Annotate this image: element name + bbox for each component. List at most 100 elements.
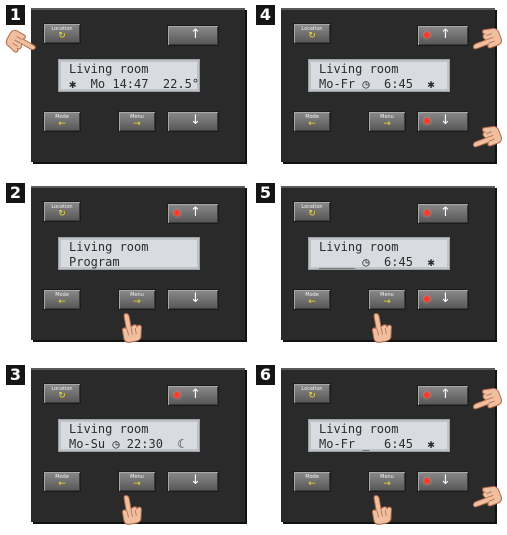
step-number-badge: 2 (6, 183, 25, 203)
mode-label: Mode (55, 114, 69, 120)
lcd-display: Living room_____ ◷ 6:45 ✱ (308, 237, 450, 270)
lcd-room-name: Living room (69, 62, 149, 76)
arrow-right-icon: → (133, 297, 141, 307)
lcd-display: Living room✱ Mo 14:47 22.5° (58, 59, 200, 92)
lcd-status-line: Mo-Fr _ 6:45 ✱ (319, 437, 435, 451)
down-button[interactable]: ↓ (417, 471, 469, 492)
location-button[interactable]: Location↻ (43, 383, 81, 404)
mode-button[interactable]: Mode← (293, 471, 331, 492)
location-button[interactable]: Location↻ (293, 201, 331, 222)
led-indicator-icon (424, 478, 430, 484)
step-number-badge: 6 (256, 365, 275, 385)
menu-button[interactable]: Menu→ (368, 111, 406, 132)
location-button[interactable]: Location↻ (293, 23, 331, 44)
mode-button[interactable]: Mode← (43, 471, 81, 492)
lcd-status-line: Program (69, 255, 120, 269)
step-number-badge: 4 (256, 5, 275, 25)
lcd-room-name: Living room (319, 422, 399, 436)
arrow-right-icon: → (383, 119, 391, 129)
arrow-down-icon: ↓ (440, 473, 451, 488)
pointing-hand-icon (470, 25, 502, 57)
mode-button[interactable]: Mode← (293, 289, 331, 310)
location-button[interactable]: Location↻ (293, 383, 331, 404)
step-number-badge: 5 (256, 183, 275, 203)
arrow-down-icon: ↓ (440, 113, 451, 128)
menu-label: Menu (380, 114, 394, 120)
mode-label: Mode (55, 474, 69, 480)
led-indicator-icon (174, 392, 180, 398)
arrow-down-icon: ↓ (190, 113, 201, 128)
mode-button[interactable]: Mode← (43, 111, 81, 132)
mode-button[interactable]: Mode← (293, 111, 331, 132)
down-button[interactable]: ↓ (167, 111, 219, 132)
arrow-up-icon: ↑ (440, 387, 451, 402)
pointing-hand-icon (364, 493, 396, 525)
location-label: Location (51, 386, 73, 392)
menu-button[interactable]: Menu→ (368, 289, 406, 310)
led-indicator-icon (174, 210, 180, 216)
arrow-right-icon: → (133, 119, 141, 129)
menu-button[interactable]: Menu→ (118, 111, 156, 132)
lcd-room-name: Living room (69, 422, 149, 436)
pointing-hand-icon (470, 483, 502, 515)
location-label: Location (301, 26, 323, 32)
cycle-arrow-icon: ↻ (308, 31, 316, 41)
cycle-arrow-icon: ↻ (58, 31, 66, 41)
led-indicator-icon (424, 392, 430, 398)
led-indicator-icon (424, 210, 430, 216)
lcd-status-line: ✱ Mo 14:47 22.5° (69, 77, 200, 91)
up-button[interactable]: ↑ (167, 203, 219, 224)
down-button[interactable]: ↓ (167, 471, 219, 492)
cycle-arrow-icon: ↻ (308, 209, 316, 219)
up-button[interactable]: ↑ (417, 203, 469, 224)
arrow-right-icon: → (383, 479, 391, 489)
cycle-arrow-icon: ↻ (58, 209, 66, 219)
arrow-up-icon: ↑ (440, 205, 451, 220)
lcd-room-name: Living room (319, 62, 399, 76)
location-label: Location (51, 204, 73, 210)
mode-label: Mode (305, 114, 319, 120)
arrow-left-icon: ← (58, 119, 66, 129)
step-number-badge: 1 (6, 5, 25, 25)
arrow-left-icon: ← (58, 479, 66, 489)
lcd-room-name: Living room (69, 240, 149, 254)
up-button[interactable]: ↑ (167, 25, 219, 46)
arrow-left-icon: ← (308, 297, 316, 307)
up-button[interactable]: ↑ (167, 385, 219, 406)
up-button[interactable]: ↑ (417, 385, 469, 406)
menu-label: Menu (380, 474, 394, 480)
cycle-arrow-icon: ↻ (308, 391, 316, 401)
lcd-status-line: _____ ◷ 6:45 ✱ (319, 255, 435, 269)
pointing-hand-icon (5, 27, 38, 59)
up-button[interactable]: ↑ (417, 25, 469, 46)
menu-label: Menu (380, 292, 394, 298)
menu-label: Menu (130, 474, 144, 480)
led-indicator-icon (424, 32, 430, 38)
down-button[interactable]: ↓ (417, 289, 469, 310)
location-button[interactable]: Location↻ (43, 23, 81, 44)
arrow-left-icon: ← (308, 479, 316, 489)
location-button[interactable]: Location↻ (43, 201, 81, 222)
pointing-hand-icon (470, 385, 502, 417)
arrow-down-icon: ↓ (190, 291, 201, 306)
lcd-room-name: Living room (319, 240, 399, 254)
arrow-right-icon: → (133, 479, 141, 489)
menu-button[interactable]: Menu→ (368, 471, 406, 492)
mode-button[interactable]: Mode← (43, 289, 81, 310)
arrow-up-icon: ↑ (440, 27, 451, 42)
menu-label: Menu (130, 114, 144, 120)
pointing-hand-icon (470, 123, 502, 155)
down-button[interactable]: ↓ (167, 289, 219, 310)
thermostat-device: Location↻ ↑ Living room_____ ◷ 6:45 ✱ Mode←… (281, 186, 495, 340)
led-indicator-icon (424, 118, 430, 124)
menu-button[interactable]: Menu→ (118, 471, 156, 492)
menu-button[interactable]: Menu→ (118, 289, 156, 310)
down-button[interactable]: ↓ (417, 111, 469, 132)
step-number-badge: 3 (6, 365, 25, 385)
